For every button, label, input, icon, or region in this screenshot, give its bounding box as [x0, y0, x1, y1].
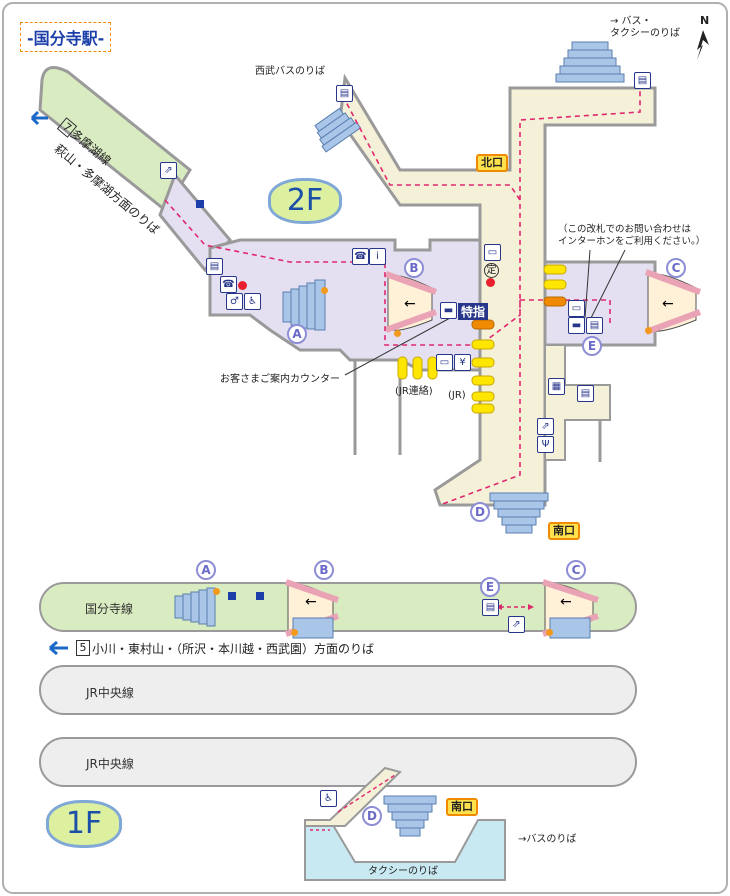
- orange-marker-a: [321, 287, 328, 294]
- elevator-icon-north: ▤: [634, 72, 651, 89]
- south-ramp: [304, 766, 402, 827]
- escalator-icon: ⇗: [160, 162, 177, 179]
- ticket-machine-icon-1f: [228, 592, 236, 600]
- accessible-icon: ♿: [244, 293, 261, 310]
- red-marker-2-icon: [486, 278, 495, 287]
- jr-platform-1: [39, 665, 637, 715]
- route-line-2f: [164, 90, 641, 506]
- red-marker-icon: [238, 281, 247, 290]
- orange-marker-b: [394, 330, 401, 337]
- orange-marker-b-1f: [291, 629, 298, 636]
- south-exit-badge-2f: 南口: [548, 522, 580, 540]
- ticket-machine-icon-1f-2: [256, 592, 264, 600]
- escalator-icon-1f: ⇗: [508, 616, 525, 633]
- jr-platform-2: [39, 737, 637, 787]
- telephone-icon: ☎: [220, 276, 237, 293]
- exit-a-1f-marker: A: [196, 560, 216, 580]
- svg-text:←: ←: [404, 296, 416, 312]
- exit-e-1f-marker: E: [480, 577, 500, 597]
- orange-marker-c-1f: [546, 629, 553, 636]
- information-icon: i: [369, 248, 386, 265]
- exit-e-2f-marker: E: [582, 336, 602, 356]
- elevator-icon: ▤: [206, 258, 223, 275]
- kokubunji-line-label: 国分寺線: [85, 602, 134, 616]
- north-arrow-icon: [697, 30, 709, 60]
- arrow-platform5-icon: [49, 640, 68, 656]
- stairs-a-1f: [174, 587, 216, 627]
- jr-gate-label: (JR): [448, 390, 466, 401]
- restaurant-icon: Ψ: [537, 436, 554, 453]
- arrow-platform7-icon: [30, 110, 48, 126]
- exit-d-1f-marker: D: [362, 806, 382, 826]
- station-title: -国分寺駅-: [20, 22, 112, 52]
- info-counter-label: お客さまご案内カウンター: [220, 374, 340, 385]
- exit-c-1f-marker: C: [566, 560, 586, 580]
- counter-leader: [344, 317, 451, 376]
- intercom-note: （この改札でのお問い合わせは インターホンをご利用ください。）: [558, 224, 706, 247]
- telephone-icon-2: ☎: [352, 248, 369, 265]
- exit-b-2f-marker: B: [404, 258, 424, 278]
- stairs-seibu-bus: [314, 107, 362, 153]
- platform5-number: 5: [76, 640, 90, 656]
- coin-locker-icon: ▦: [548, 378, 565, 395]
- escalator-c-2f: ←: [644, 269, 702, 335]
- seibu-bus-label: 西武バスのりば: [255, 66, 325, 77]
- elevator-icon-e: ▤: [586, 317, 603, 334]
- orange-marker-a-1f: [213, 588, 220, 595]
- north-label: N: [700, 14, 710, 27]
- elevator-icon-1f: ▤: [482, 599, 499, 616]
- taxi-area: [304, 819, 506, 881]
- stairs-north-top: [555, 41, 625, 83]
- tokushi-badge: 特指: [458, 303, 489, 320]
- gates-seibu-right: [543, 264, 567, 307]
- elevator-icon-east: ▤: [577, 385, 594, 402]
- floor-1f-badge: 1F: [46, 800, 122, 848]
- counter-icon: ▬: [440, 302, 457, 319]
- jr-chuo-label-1: JR中央線: [86, 686, 134, 700]
- ticket-card-icon-3: ▭: [568, 300, 585, 317]
- escalator-icon-2: ⇗: [537, 418, 554, 435]
- platform5-label: 小川・東村山・（所沢・本川越・西武園）方面のりば: [92, 642, 375, 656]
- floor-2f-badge: 2F: [268, 178, 342, 224]
- orange-marker-c: [645, 327, 652, 334]
- jr-chuo-label-2: JR中央線: [86, 757, 134, 771]
- ticket-card-icon-2: ▭: [436, 354, 453, 371]
- south-exit-badge-1f: 南口: [446, 798, 478, 816]
- gates-jr-main: [471, 319, 495, 414]
- gates-jr-transfer: [397, 356, 438, 380]
- ticket-machine-icon: [196, 200, 204, 208]
- north-exit-badge: 北口: [476, 154, 508, 172]
- restroom-icon: ♂: [226, 293, 243, 310]
- bus-stop-label: →バスのりば: [518, 834, 577, 845]
- teiki-mark: 定: [484, 263, 499, 278]
- counter-icon-2: ▬: [568, 317, 585, 334]
- stairs-south-1f: [383, 795, 437, 837]
- jr-transfer-label: (JR連絡): [395, 386, 433, 397]
- stairs-south-d: [489, 492, 549, 534]
- escalator-b-2f: ←: [384, 271, 438, 333]
- exit-b-1f-marker: B: [314, 560, 334, 580]
- elevator-icon-seibu: ▤: [336, 85, 353, 102]
- intercom-leader: [584, 249, 591, 319]
- exit-c-2f-marker: C: [666, 258, 686, 278]
- svg-text:←: ←: [560, 594, 572, 610]
- svg-text:←: ←: [662, 296, 674, 312]
- corridor-right-lower: [544, 344, 611, 461]
- bus-taxi-label: → バス・ タクシーのりば: [610, 16, 680, 39]
- svg-text:←: ←: [305, 594, 317, 610]
- accessible-icon-1f: ♿: [320, 790, 337, 807]
- exit-a-2f-marker: A: [287, 324, 307, 344]
- fare-adjust-icon: ¥: [454, 354, 471, 371]
- taxi-stop-label: タクシーのりば: [368, 866, 438, 877]
- ticket-card-icon: ▭: [484, 244, 501, 261]
- exit-d-2f-marker: D: [470, 502, 490, 522]
